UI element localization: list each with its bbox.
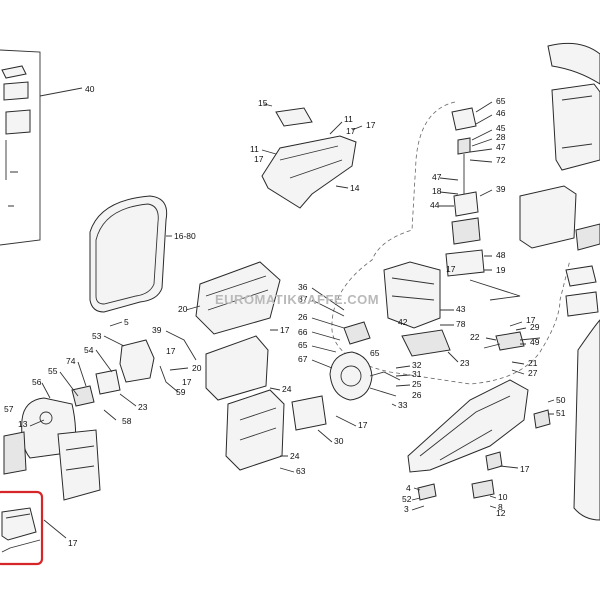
callout-53: 53 bbox=[92, 331, 102, 341]
callout-3: 3 bbox=[404, 504, 409, 514]
callout-66: 66 bbox=[298, 327, 308, 337]
callout-56: 56 bbox=[32, 377, 42, 387]
callout-39b: 39 bbox=[152, 325, 162, 335]
callout-18: 18 bbox=[432, 186, 442, 196]
callout-40: 40 bbox=[85, 84, 95, 94]
callout-33: 33 bbox=[398, 400, 408, 410]
callout-17i: 17 bbox=[526, 315, 536, 325]
callout-72: 72 bbox=[496, 155, 506, 165]
callout-17h: 17 bbox=[68, 538, 78, 548]
callout-23b: 23 bbox=[138, 402, 148, 412]
callout-47: 47 bbox=[496, 142, 506, 152]
callout-17a: 17 bbox=[346, 126, 356, 136]
callout-17g: 17 bbox=[166, 346, 176, 356]
callout-59: 59 bbox=[176, 387, 186, 397]
callout-48: 48 bbox=[496, 250, 506, 260]
callout-12: 12 bbox=[496, 508, 506, 518]
callout-17b: 17 bbox=[366, 120, 376, 130]
callout-47b: 47 bbox=[432, 172, 442, 182]
callout-17f: 17 bbox=[182, 377, 192, 387]
callout-44: 44 bbox=[430, 200, 440, 210]
callout-29: 29 bbox=[530, 322, 540, 332]
callout-36: 36 bbox=[298, 282, 308, 292]
callout-42: 42 bbox=[398, 317, 408, 327]
callout-26: 26 bbox=[298, 312, 308, 322]
callout-5: 5 bbox=[124, 317, 129, 327]
top-cover: 15 11 17 17 11 17 14 bbox=[250, 98, 376, 209]
callout-52: 52 bbox=[402, 494, 412, 504]
callout-21: 21 bbox=[528, 358, 538, 368]
callout-65c: 65 bbox=[370, 348, 380, 358]
callout-17j: 17 bbox=[520, 464, 530, 474]
callout-67: 67 bbox=[298, 354, 308, 364]
side-panel: 16-80 5 bbox=[89, 195, 196, 327]
callout-23a: 23 bbox=[460, 358, 470, 368]
callout-39a: 39 bbox=[496, 184, 506, 194]
left-assemblies: 53 54 74 55 56 57 13 58 23 20 17 59 17 bbox=[3, 331, 202, 501]
brew-column: 65 46 45 28 47 72 47 18 39 44 48 19 17 bbox=[430, 96, 521, 301]
callout-4: 4 bbox=[406, 483, 411, 493]
callout-57: 57 bbox=[4, 404, 14, 414]
callout-58: 58 bbox=[122, 416, 132, 426]
callout-30: 30 bbox=[334, 436, 344, 446]
callout-55: 55 bbox=[48, 366, 58, 376]
callout-45: 45 bbox=[496, 123, 506, 133]
callout-49: 49 bbox=[530, 337, 540, 347]
callout-20b: 20 bbox=[192, 363, 202, 373]
callout-51: 51 bbox=[556, 408, 566, 418]
callout-15: 15 bbox=[258, 98, 268, 108]
callout-17c: 17 bbox=[446, 264, 456, 274]
callout-11b: 11 bbox=[250, 144, 259, 154]
right-upper bbox=[519, 42, 600, 317]
callout-25: 25 bbox=[412, 379, 422, 389]
callout-50: 50 bbox=[556, 395, 566, 405]
callout-10: 10 bbox=[498, 492, 508, 502]
callout-17-extra: 17 bbox=[254, 154, 264, 164]
center-bracket: 43 42 78 23 bbox=[383, 261, 470, 368]
right-fittings: 17 29 22 49 21 27 bbox=[470, 315, 541, 378]
callout-17e: 17 bbox=[280, 325, 290, 335]
watermark: EUROMATIKCAFFE.COM bbox=[215, 292, 379, 307]
callout-28: 28 bbox=[496, 132, 506, 142]
callout-24a: 24 bbox=[282, 384, 292, 394]
callout-54: 54 bbox=[84, 345, 94, 355]
callout-20a: 20 bbox=[178, 304, 188, 314]
base-assembly: 50 51 17 4 52 3 10 8 12 bbox=[402, 319, 600, 521]
callout-31: 31 bbox=[412, 369, 422, 379]
callout-13: 13 bbox=[18, 419, 28, 429]
callout-63: 63 bbox=[296, 466, 306, 476]
callout-43: 43 bbox=[456, 304, 466, 314]
callout-37: 37 bbox=[298, 294, 308, 304]
callout-17d: 17 bbox=[358, 420, 368, 430]
callout-16-80: 16-80 bbox=[174, 231, 196, 241]
group-40: 40 bbox=[0, 49, 95, 246]
callout-78: 78 bbox=[456, 319, 466, 329]
callout-74: 74 bbox=[66, 356, 76, 366]
callout-11a: 11 bbox=[344, 114, 353, 124]
callout-8: 8 bbox=[498, 502, 503, 512]
boiler-block: 20 39 17 24 24 63 bbox=[152, 261, 306, 476]
callout-19: 19 bbox=[496, 265, 506, 275]
callout-32: 32 bbox=[412, 360, 422, 370]
callout-27: 27 bbox=[528, 368, 538, 378]
callout-14: 14 bbox=[350, 183, 360, 193]
callout-46: 46 bbox=[496, 108, 506, 118]
callout-26b: 26 bbox=[412, 390, 422, 400]
callout-65b: 65 bbox=[298, 340, 308, 350]
group-outline bbox=[331, 101, 571, 385]
pump-assembly: 36 37 26 66 65 67 65 32 31 25 26 33 17 3… bbox=[291, 282, 422, 446]
highlight-box bbox=[0, 490, 44, 566]
callout-22: 22 bbox=[470, 332, 480, 342]
highlighted-part: 17 bbox=[0, 490, 78, 566]
callout-65a: 65 bbox=[496, 96, 506, 106]
callout-24b: 24 bbox=[290, 451, 300, 461]
